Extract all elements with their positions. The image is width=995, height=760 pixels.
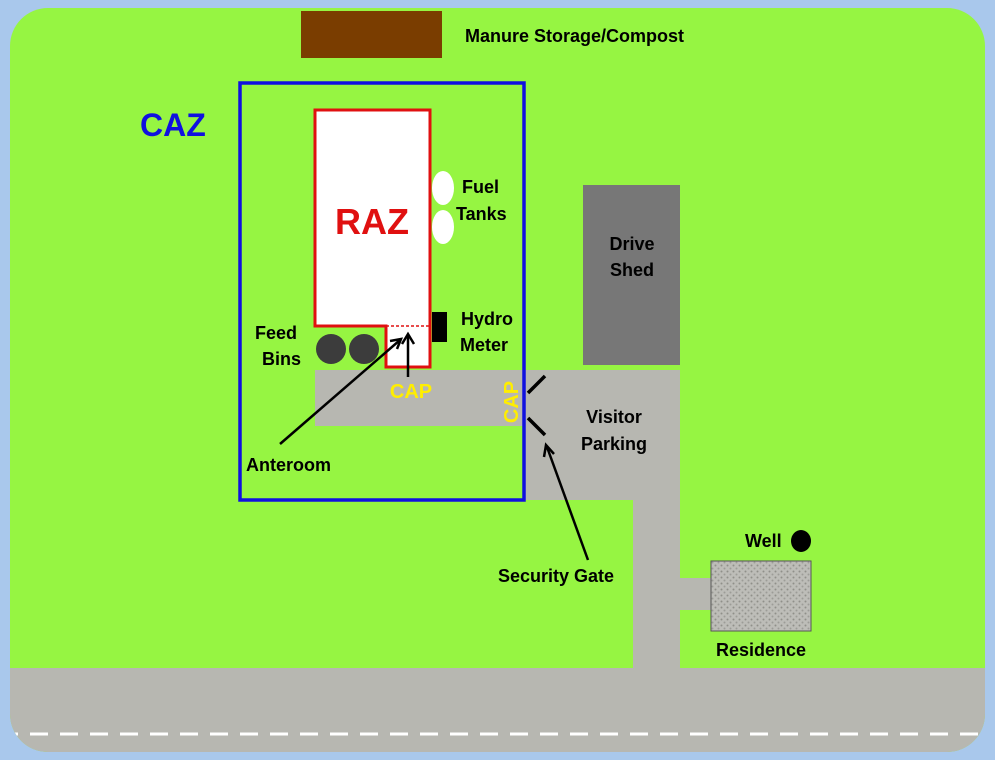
security-gate-bar-bottom xyxy=(526,416,547,437)
raz-building xyxy=(313,108,432,369)
cap-arrow-head xyxy=(400,331,416,345)
caz-label: CAZ xyxy=(140,107,206,143)
well-icon xyxy=(791,530,811,552)
manure-label: Manure Storage/Compost xyxy=(465,26,684,46)
caz-boundary xyxy=(238,81,526,502)
security-gate-bar-top xyxy=(526,374,547,395)
anteroom-arrow-head xyxy=(389,337,403,350)
fuel-tank-1 xyxy=(432,171,454,205)
anteroom-label: Anteroom xyxy=(246,455,331,475)
security-gate-label: Security Gate xyxy=(498,566,614,586)
feed-bin-1 xyxy=(316,334,346,364)
hydro-label-line2: Meter xyxy=(460,335,508,355)
residence-walkway xyxy=(678,578,713,610)
feed-label-line1: Feed xyxy=(255,323,297,343)
fuel-label-line1: Fuel xyxy=(462,177,499,197)
main-road xyxy=(10,668,985,752)
arrows xyxy=(279,331,590,561)
feed-label-line2: Bins xyxy=(262,349,301,369)
security-gate-arrow-head xyxy=(542,442,555,458)
fuel-tank-2 xyxy=(432,210,454,244)
visitor-parking-area xyxy=(525,370,680,500)
driveway xyxy=(633,498,680,670)
drive-shed xyxy=(583,185,680,365)
fuel-label-line2: Tanks xyxy=(456,204,507,224)
feed-bin-2 xyxy=(349,334,379,364)
hydro-label-line1: Hydro xyxy=(461,309,513,329)
raz-label: RAZ xyxy=(335,201,409,242)
drive-shed-label-line2: Shed xyxy=(610,260,654,280)
cap-gate-label: CAP xyxy=(501,381,523,423)
hydro-meter xyxy=(432,312,447,342)
manure-storage xyxy=(301,11,442,58)
drive-shed-label-line1: Drive xyxy=(609,234,654,254)
cap-anteroom-label: CAP xyxy=(390,381,432,403)
visitor-label-line2: Parking xyxy=(581,434,647,454)
security-gate-arrow-shaft xyxy=(545,446,590,561)
residence-label: Residence xyxy=(716,640,806,660)
anteroom-arrow-shaft xyxy=(279,339,401,445)
visitor-label-line1: Visitor xyxy=(586,407,642,427)
residence-building xyxy=(710,560,812,632)
well-label: Well xyxy=(745,531,782,551)
